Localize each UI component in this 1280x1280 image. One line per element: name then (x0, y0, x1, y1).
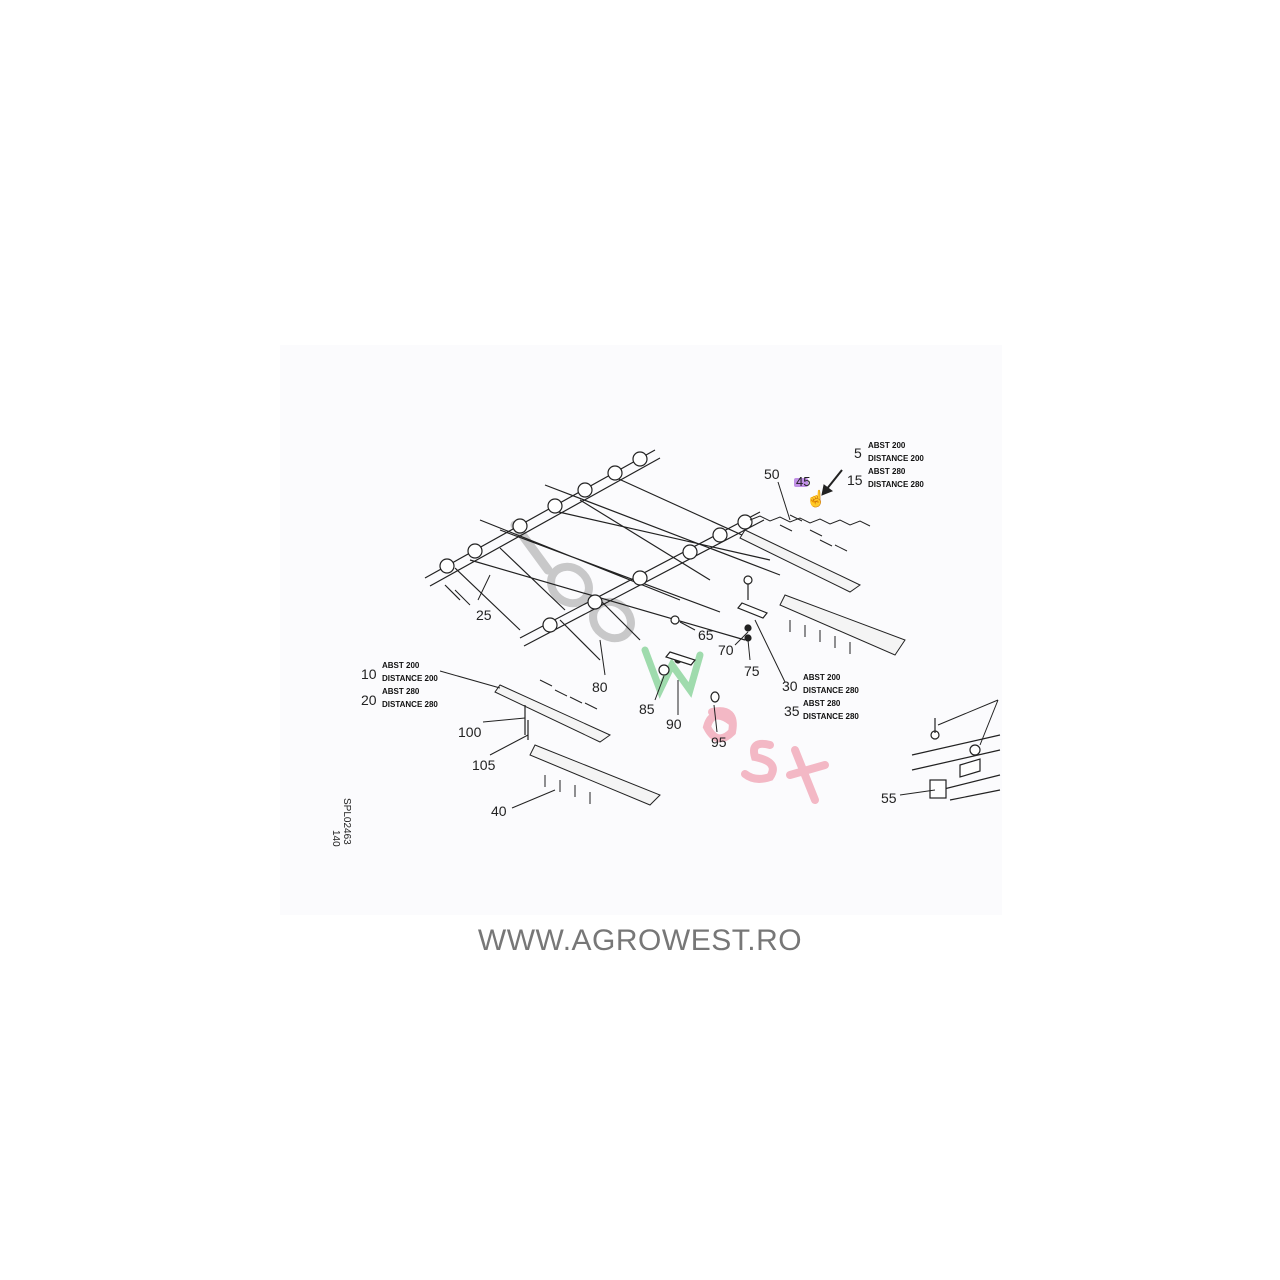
hardware (524, 575, 768, 740)
callout-number-10[interactable]: 10 (361, 666, 377, 682)
part-number-85[interactable]: 85 (639, 701, 655, 717)
callout-number-5[interactable]: 5 (854, 445, 862, 461)
frame-rails (424, 449, 781, 661)
part-number-90[interactable]: 90 (666, 716, 682, 732)
part-number-75[interactable]: 75 (744, 663, 760, 679)
chain-slats (494, 514, 906, 806)
part-number-50[interactable]: 50 (764, 466, 780, 482)
drawing-code: SPL02463 140 (330, 798, 352, 847)
hand-cursor-icon: ☝ (806, 491, 826, 508)
part-number-100[interactable]: 100 (458, 724, 482, 740)
part-number-65[interactable]: 65 (698, 627, 714, 643)
callout-number-35[interactable]: 35 (784, 703, 800, 719)
part-number-70[interactable]: 70 (718, 642, 734, 658)
website-url: WWW.AGROWEST.RO (477, 924, 803, 957)
part-number-95[interactable]: 95 (711, 734, 727, 750)
drawing-code-text: SPL02463 (341, 798, 352, 845)
callout-number-15[interactable]: 15 (847, 472, 863, 488)
part-number-45[interactable]: 45 (796, 474, 811, 489)
part-number-40[interactable]: 40 (491, 803, 507, 819)
detail-view (911, 718, 1001, 801)
page-number: 140 (330, 830, 341, 847)
diagram-panel (280, 345, 1002, 915)
leader-lines (439, 469, 999, 809)
part-number-105[interactable]: 105 (472, 757, 496, 773)
callout-number-30[interactable]: 30 (782, 678, 798, 694)
hotspot-45[interactable] (794, 478, 808, 487)
part-number-25[interactable]: 25 (476, 607, 492, 623)
part-number-80[interactable]: 80 (592, 679, 608, 695)
part-number-55[interactable]: 55 (881, 790, 897, 806)
callout-number-20[interactable]: 20 (361, 692, 377, 708)
